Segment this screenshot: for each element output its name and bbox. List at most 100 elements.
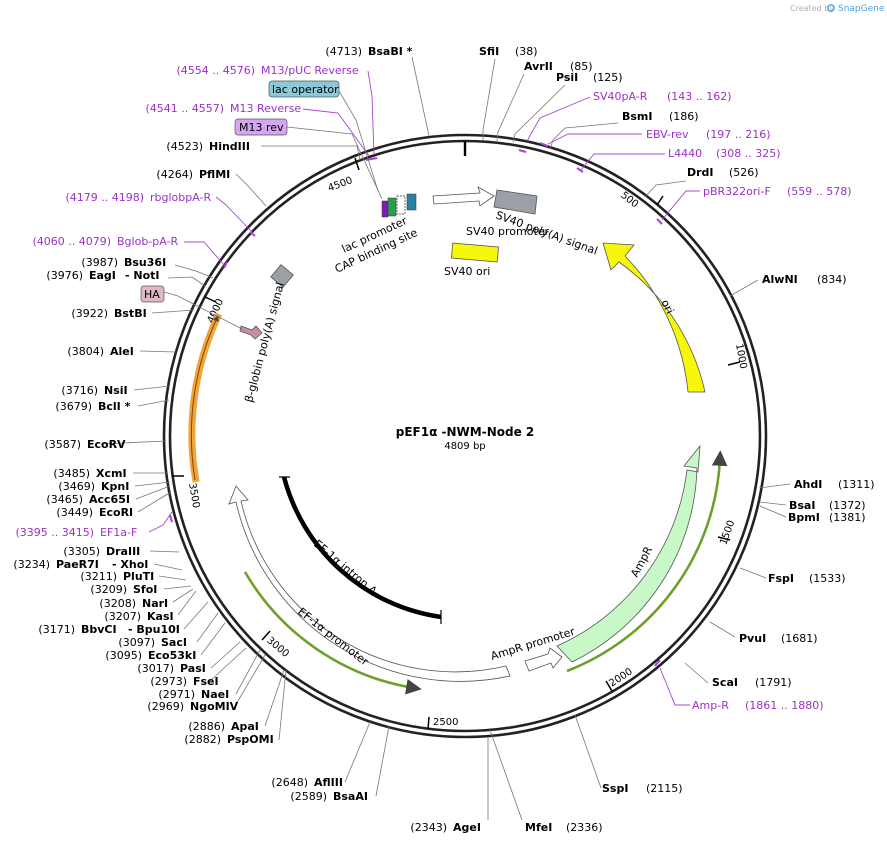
primer-range: (559 .. 578) — [787, 185, 852, 198]
ampr-promoter-feature — [524, 647, 563, 672]
primer-labels-right: SV40pA-R (143 .. 162) EBV-rev (197 .. 21… — [593, 90, 852, 712]
snapgene-logo-icon — [827, 4, 835, 12]
enzyme-name: XcmI — [96, 467, 127, 480]
enzyme-pos: (2886) — [188, 720, 225, 733]
enzyme-name: DrdI — [687, 166, 714, 179]
ruler-label: 1500 — [718, 519, 737, 547]
ruler-label: 4500 — [327, 175, 355, 194]
primer-name: L4440 — [668, 147, 702, 160]
enzyme-pos: (3587) — [44, 438, 81, 451]
enzyme-pos: (3922) — [71, 307, 108, 320]
enzyme-pos: (3095) — [105, 649, 142, 662]
lac-operator-box — [268, 80, 340, 98]
enzyme-name: BpmI — [788, 511, 820, 524]
enzyme-pos: (3976) — [46, 269, 83, 282]
lac-promoter-mark — [396, 195, 406, 215]
ha-feature — [239, 325, 263, 340]
enzyme-pos: (3211) — [80, 570, 117, 583]
primer-range: (1861 .. 1880) — [745, 699, 824, 712]
sv40-promoter-feature — [432, 186, 495, 207]
enzyme-name: SfoI — [133, 583, 157, 596]
orange-orf-feature — [188, 312, 223, 483]
sv40-polya-feature — [493, 189, 538, 215]
enzyme-pos: (3017) — [137, 662, 174, 675]
ori-feature — [602, 242, 706, 393]
enzyme-extra: - NotI — [125, 269, 160, 282]
ef1a-intron-feature — [281, 476, 442, 620]
enzyme-name: EcoRV — [87, 438, 126, 451]
ruler-label: 2500 — [433, 717, 458, 728]
enzyme-name: Bsu36I — [124, 256, 166, 269]
enzyme-name: BsaI — [789, 499, 815, 512]
sv40-promoter-label: SV40 promoter — [466, 225, 550, 238]
enzyme-name: KasI — [147, 610, 174, 623]
enzyme-name: AvrII — [524, 60, 553, 73]
primer-name: Amp-R — [692, 699, 729, 712]
primer-name: Bglob-pA-R — [117, 235, 179, 248]
enzyme-pos: (4264) — [156, 168, 193, 181]
primer-range: (4060 .. 4079) — [32, 235, 111, 248]
ha-label: HA — [144, 288, 160, 301]
enzyme-pos: (3485) — [53, 467, 90, 480]
enzyme-name: BclI * — [98, 400, 131, 413]
enzyme-labels-left: (4713) BsaBI * (4523) HindIII (4264) Pfl… — [13, 45, 481, 834]
enzyme-pos: (3171) — [38, 623, 75, 636]
enzyme-pos: (3234) — [13, 558, 50, 571]
primer-range: (4541 .. 4557) — [145, 102, 224, 115]
enzyme-name: FspI — [768, 572, 794, 585]
m13-rev-mark — [381, 200, 389, 218]
ha-box — [140, 285, 165, 303]
primer-name: rbglobpA-R — [150, 191, 211, 204]
enzyme-pos: (3679) — [55, 400, 92, 413]
enzyme-name: BsaBI * — [368, 45, 413, 58]
enzyme-pos: (3209) — [90, 583, 127, 596]
enzyme-pos: (2343) — [410, 821, 447, 834]
enzyme-name: AgeI — [453, 821, 481, 834]
enzyme-name: SspI — [602, 782, 628, 795]
enzyme-pos: (4523) — [166, 140, 203, 153]
enzyme-name: EcoRI — [99, 506, 133, 519]
enzyme-pos: (1533) — [809, 572, 846, 585]
enzyme-pos: (3449) — [56, 506, 93, 519]
bglobin-label: β-globin poly(A) signal — [242, 281, 287, 404]
enzyme-name: PasI — [180, 662, 206, 675]
primer-name: EBV-rev — [646, 128, 689, 141]
enzyme-pos: (3305) — [63, 545, 100, 558]
enzyme-pos: (1791) — [755, 676, 792, 689]
enzyme-pos: (4713) — [325, 45, 362, 58]
lac-operator-label: lac operator — [272, 83, 339, 96]
enzyme-pos: (3465) — [46, 493, 83, 506]
enzyme-pos: (2115) — [646, 782, 683, 795]
enzyme-name: AleI — [110, 345, 134, 358]
enzyme-name: DraIII — [106, 545, 140, 558]
enzyme-labels-right: SfiI (38) AvrII (85) PsiI (125) BsmI (18… — [479, 45, 875, 834]
enzyme-name: AlwNI — [762, 273, 798, 286]
credit-text: Created by — [790, 4, 834, 13]
primer-name: pBR322ori-F — [703, 185, 771, 198]
ef1a-intron-label: EF-1α intron A — [311, 537, 380, 598]
enzyme-pos: (2336) — [566, 821, 603, 834]
ruler-label: 500 — [618, 190, 640, 210]
ampr-orf — [566, 450, 728, 673]
enzyme-pos: (3207) — [104, 610, 141, 623]
enzyme-name: HindIII — [209, 140, 250, 153]
enzyme-pos: (186) — [669, 110, 699, 123]
ori-label: ori — [658, 297, 676, 316]
primer-name: M13/pUC Reverse — [261, 64, 359, 77]
lac-operator-mark — [406, 193, 417, 211]
plasmid-name: pEF1α -NWM-Node 2 — [396, 425, 534, 439]
enzyme-pos: (125) — [593, 71, 623, 84]
enzyme-name: Eco53kI — [148, 649, 196, 662]
enzyme-pos: (3716) — [61, 384, 98, 397]
enzyme-pos: (2973) — [150, 675, 187, 688]
ef1a-promoter-feature — [228, 485, 511, 682]
backbone-outer — [162, 133, 768, 739]
enzyme-name: PflMI — [199, 168, 230, 181]
enzyme-pos: (2648) — [271, 776, 308, 789]
enzyme-name: PvuI — [739, 632, 766, 645]
primer-labels-left: (4554 .. 4576) M13/pUC Reverse (4541 .. … — [15, 64, 358, 539]
enzyme-name: PspOMI — [227, 733, 274, 746]
enzyme-pos: (2589) — [290, 790, 327, 803]
ruler-label: 1000 — [733, 343, 748, 370]
